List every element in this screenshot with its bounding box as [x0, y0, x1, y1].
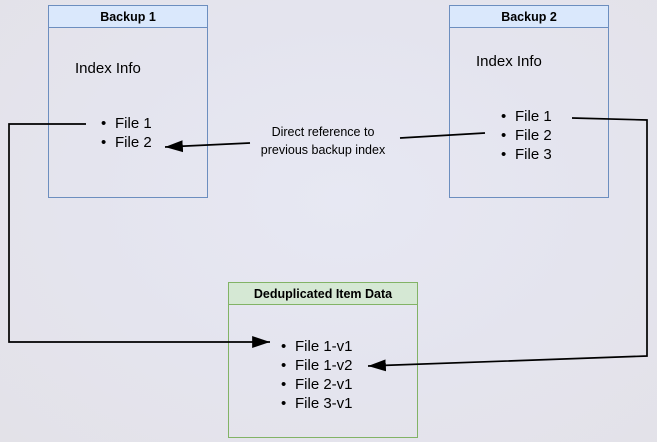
file-list-item: File 2	[501, 126, 552, 145]
backup1-box: Backup 1 Index Info File 1File 2	[48, 5, 208, 198]
file-list-item: File 3	[501, 145, 552, 164]
file-list-item: File 1	[101, 114, 152, 133]
dedup-file-list: File 1-v1File 1-v2File 2-v1File 3-v1	[281, 337, 353, 413]
backup1-title: Backup 1	[100, 9, 156, 24]
dedup-box: Deduplicated Item Data File 1-v1File 1-v…	[228, 282, 418, 438]
direct-reference-annotation: Direct reference to previous backup inde…	[260, 125, 386, 157]
file-list-item: File 1-v1	[281, 337, 353, 356]
backup2-header: Backup 2	[450, 6, 608, 28]
backup1-header: Backup 1	[49, 6, 207, 28]
backup2-title: Backup 2	[501, 9, 557, 24]
file-list-item: File 2	[101, 133, 152, 152]
dedup-header: Deduplicated Item Data	[229, 283, 417, 305]
backup1-file-list: File 1File 2	[101, 114, 152, 152]
file-list-item: File 2-v1	[281, 375, 353, 394]
file-list-item: File 3-v1	[281, 394, 353, 413]
backup2-file-list: File 1File 2File 3	[501, 107, 552, 164]
file-list-item: File 1-v2	[281, 356, 353, 375]
backup2-index-info-label: Index Info	[476, 53, 542, 70]
file-list-item: File 1	[501, 107, 552, 126]
dedup-title: Deduplicated Item Data	[253, 286, 393, 301]
backup2-box: Backup 2 Index Info File 1File 2File 3	[449, 5, 609, 198]
backup1-index-info-label: Index Info	[75, 60, 141, 77]
